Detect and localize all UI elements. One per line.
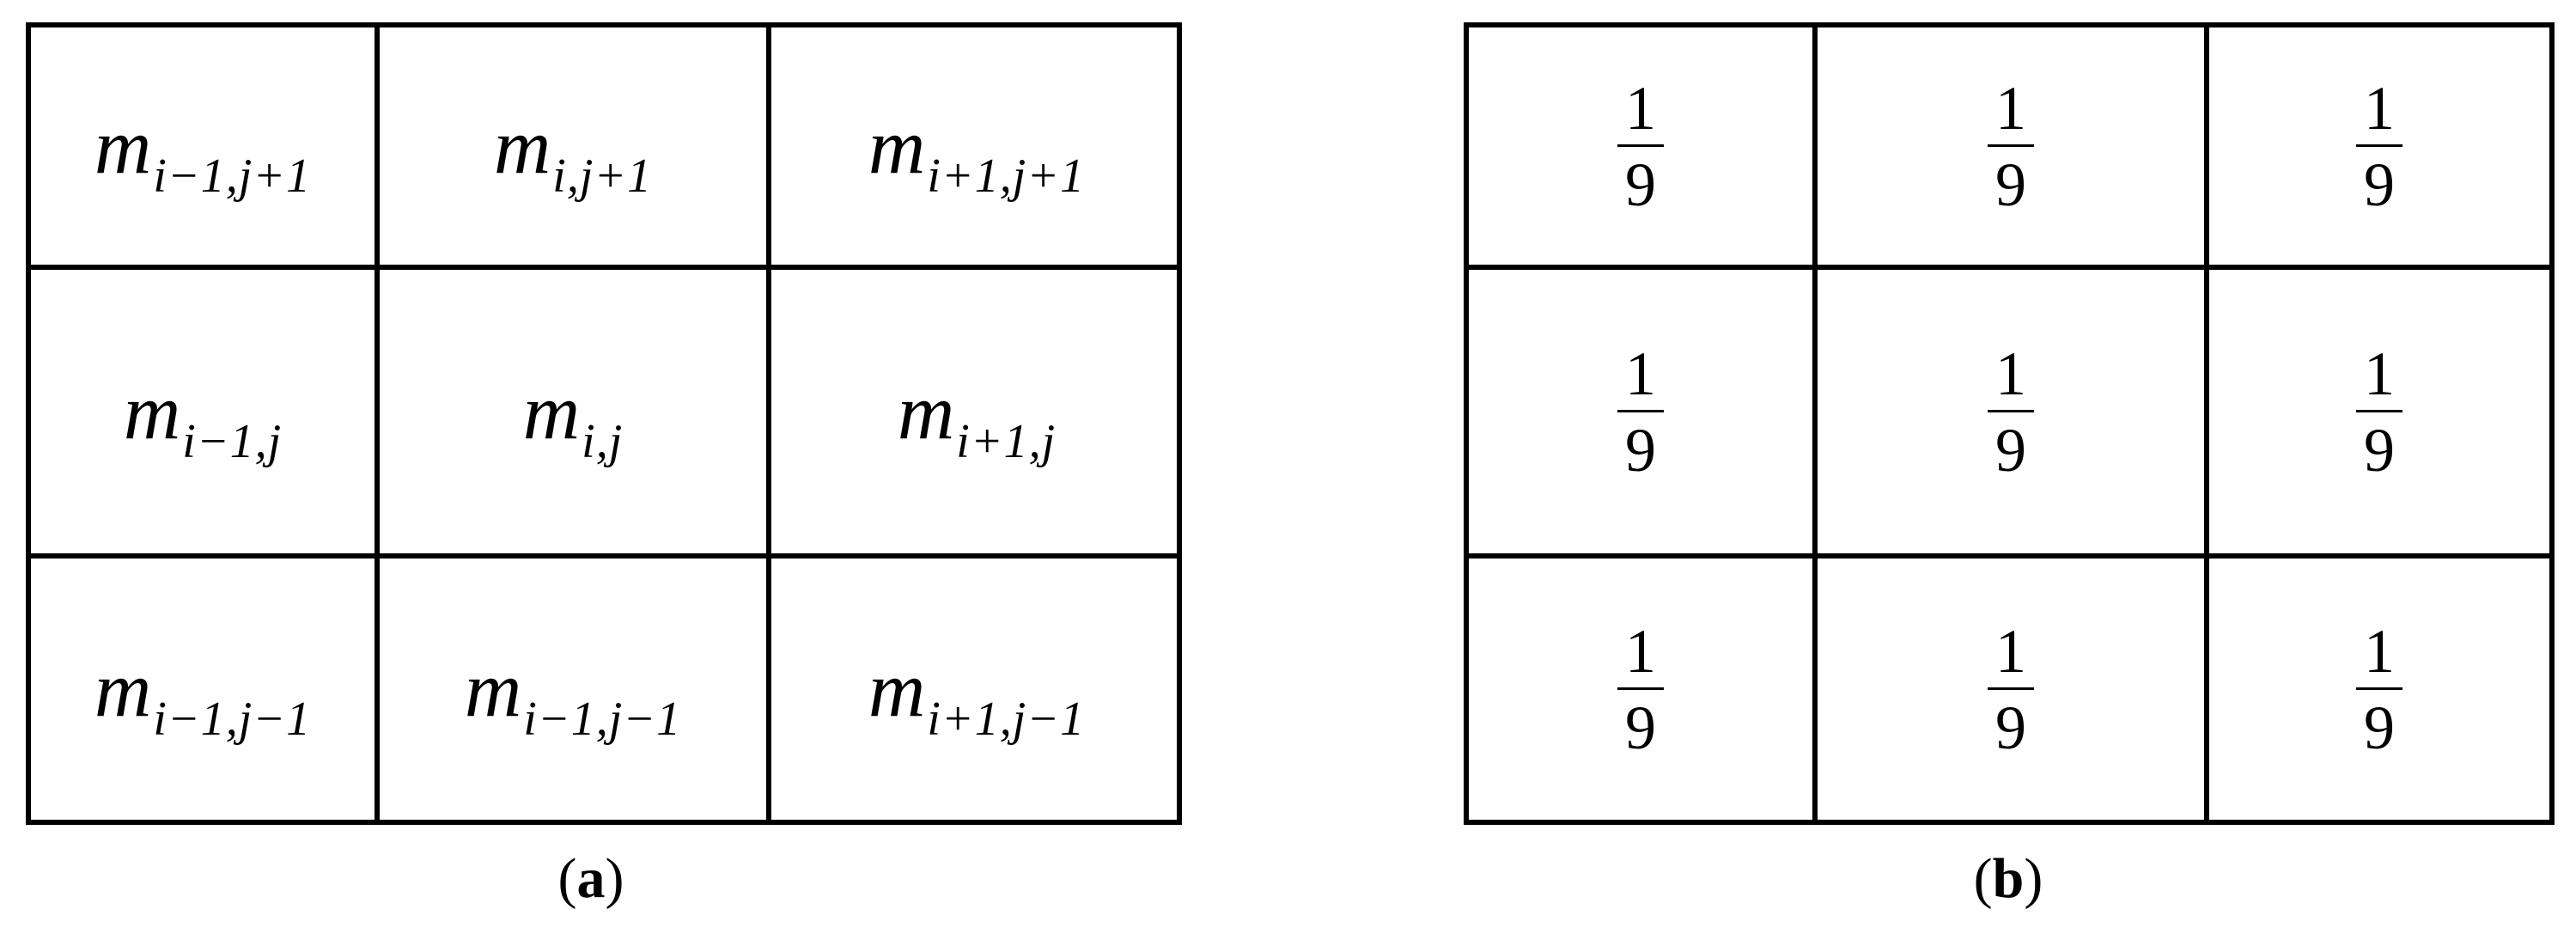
fraction-bar (2356, 409, 2402, 412)
fraction-bar (2356, 687, 2402, 690)
fraction-bar (1617, 687, 1664, 690)
fraction-bar (1617, 409, 1664, 412)
fraction-bar (2356, 143, 2402, 147)
fraction-bar (1617, 143, 1664, 147)
fraction-bar (1988, 687, 2034, 690)
panel-b-caption: (b) (1973, 847, 2043, 910)
panel-a-caption: (a) (557, 847, 624, 910)
fraction-bar (1988, 143, 2034, 147)
fraction-bar (1988, 409, 2034, 412)
